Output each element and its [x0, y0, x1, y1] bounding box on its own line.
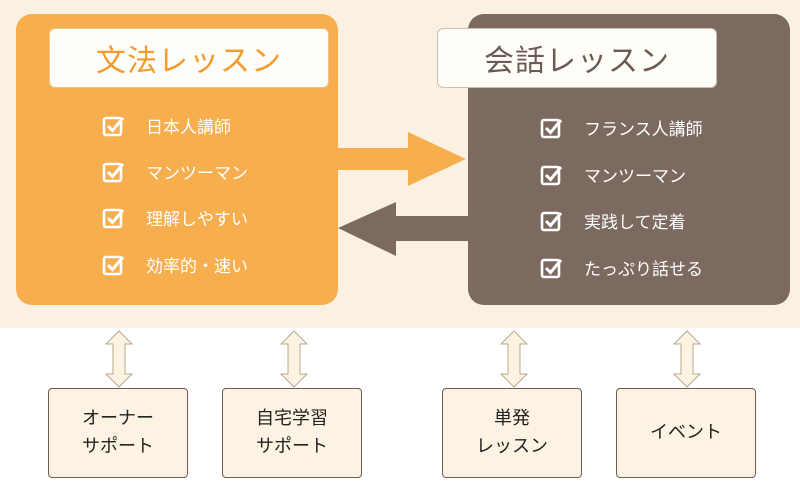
grammar-item: 理解しやすい — [102, 205, 248, 230]
box-line: イベント — [650, 422, 722, 443]
grammar-lesson-title: 文法レッスン — [49, 28, 329, 88]
conversation-lesson-title: 会話レッスン — [437, 28, 717, 88]
grammar-item-label: 日本人講師 — [146, 118, 231, 138]
owner-support-box: オーナー サポート — [48, 388, 188, 478]
grammar-item-label: マンツーマン — [146, 164, 248, 184]
checkbox-icon — [102, 116, 125, 136]
double-arrow-icon — [499, 330, 529, 388]
conversation-item-label: マンツーマン — [584, 167, 686, 187]
checkbox-icon — [102, 255, 125, 275]
home-study-support-box: 自宅学習 サポート — [222, 388, 362, 478]
grammar-item-label: 効率的・速い — [146, 257, 248, 277]
box-line: オーナー — [82, 408, 154, 429]
box-line: サポート — [256, 436, 328, 457]
conversation-lesson-card: 会話レッスン フランス人講師 マンツーマン 実践して定着 たっぷり話せる — [437, 14, 790, 305]
box-line: 自宅学習 — [256, 408, 328, 429]
arrow-left-icon — [338, 202, 468, 256]
grammar-item: マンツーマン — [102, 159, 248, 184]
checkbox-icon — [102, 208, 125, 228]
conversation-item: マンツーマン — [540, 162, 686, 187]
box-line: サポート — [82, 436, 154, 457]
grammar-lesson-card: 文法レッスン 日本人講師 マンツーマン 理解しやすい 効率的・速い — [16, 14, 338, 305]
conversation-item-label: フランス人講師 — [584, 120, 703, 140]
conversation-item-label: たっぷり話せる — [584, 260, 703, 280]
event-box: イベント — [616, 388, 756, 478]
conversation-item: フランス人講師 — [540, 115, 703, 140]
checkbox-icon — [540, 211, 563, 231]
conversation-item: 実践して定着 — [540, 208, 686, 233]
grammar-item: 日本人講師 — [102, 113, 231, 138]
checkbox-icon — [540, 258, 563, 278]
arrow-right-icon — [338, 132, 466, 186]
grammar-item-label: 理解しやすい — [146, 210, 248, 230]
single-lesson-box: 単発 レッスン — [442, 388, 582, 478]
grammar-item: 効率的・速い — [102, 252, 248, 277]
checkbox-icon — [540, 118, 563, 138]
conversation-item: たっぷり話せる — [540, 255, 703, 280]
double-arrow-icon — [672, 330, 702, 388]
box-line: 単発 — [494, 408, 530, 429]
conversation-item-label: 実践して定着 — [584, 213, 686, 233]
checkbox-icon — [540, 165, 563, 185]
double-arrow-icon — [279, 330, 309, 388]
checkbox-icon — [102, 162, 125, 182]
box-line: レッスン — [476, 436, 548, 457]
double-arrow-icon — [104, 330, 134, 388]
